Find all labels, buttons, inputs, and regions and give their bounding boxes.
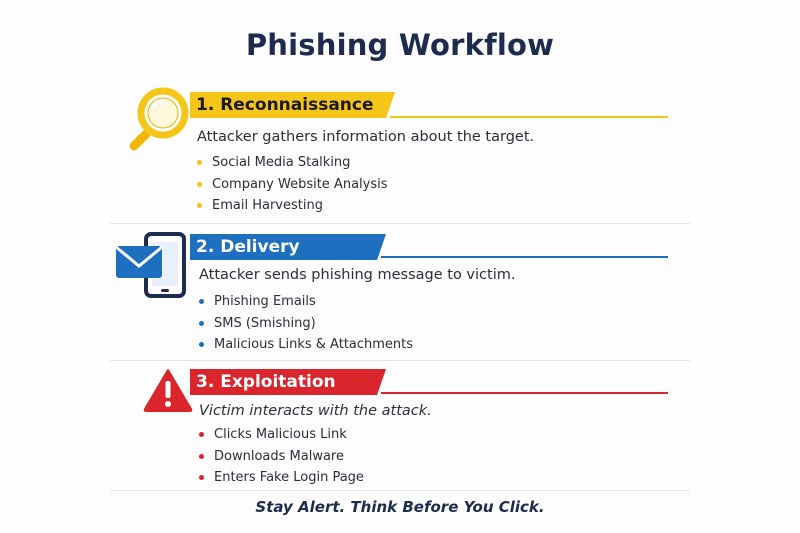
- stage-rule: [381, 392, 668, 394]
- list-item: Social Media Stalking: [197, 152, 388, 174]
- section-divider: [110, 490, 690, 491]
- stage-description: Attacker sends phishing message to victi…: [199, 267, 516, 283]
- list-item: Downloads Malware: [199, 446, 364, 468]
- stage-banner: 3. Exploitation: [190, 369, 386, 395]
- footer-tagline: Stay Alert. Think Before You Click.: [255, 498, 545, 516]
- section-divider: [110, 223, 690, 224]
- magnifier-icon: [129, 87, 189, 151]
- list-item: Phishing Emails: [199, 291, 413, 313]
- stage-description: Victim interacts with the attack.: [199, 403, 432, 419]
- phone-envelope-icon: [115, 232, 186, 298]
- stage-items: Clicks Malicious Link Downloads Malware …: [199, 424, 364, 489]
- list-item-label: Email Harvesting: [212, 198, 323, 213]
- list-item: Clicks Malicious Link: [199, 424, 364, 446]
- banner-background: [190, 92, 395, 118]
- list-item: Email Harvesting: [197, 195, 388, 217]
- stage-heading: 3. Exploitation: [196, 372, 336, 392]
- bullet-dot: [197, 181, 202, 187]
- stage-reconnaissance: 1. Reconnaissance Attacker gathers infor…: [0, 84, 800, 224]
- stage-delivery: 2. Delivery Attacker sends phishing mess…: [0, 228, 800, 360]
- page-title: Phishing Workflow: [245, 28, 555, 62]
- bullet-dot: [197, 203, 202, 208]
- list-item: Company Website Analysis: [197, 174, 388, 196]
- stage-exploitation: 3. Exploitation Victim interacts with th…: [0, 364, 800, 494]
- stage-banner: 1. Reconnaissance: [190, 92, 395, 118]
- list-item-label: Phishing Emails: [214, 294, 316, 309]
- stage-description: Attacker gathers information about the t…: [197, 129, 535, 145]
- stage-banner: 2. Delivery: [190, 234, 386, 260]
- stage-heading: 2. Delivery: [196, 237, 300, 257]
- list-item-label: Downloads Malware: [214, 448, 344, 464]
- bullet-dot: [199, 320, 204, 326]
- section-divider: [110, 360, 690, 361]
- stage-rule: [390, 116, 668, 118]
- list-item-label: Malicious Links & Attachments: [214, 337, 414, 352]
- list-item-label: Enters Fake Login Page: [214, 470, 364, 485]
- banner-background: [190, 369, 386, 395]
- stage-items: Phishing Emails SMS (Smishing) Malicious…: [199, 291, 413, 356]
- list-item-label: Clicks Malicious Link: [214, 427, 347, 442]
- bullet-dot: [197, 160, 202, 165]
- list-item: Enters Fake Login Page: [199, 467, 364, 489]
- stage-rule: [381, 256, 668, 258]
- stage-items: Social Media Stalking Company Website An…: [197, 152, 388, 217]
- list-item: Malicious Links & Attachments: [199, 334, 413, 356]
- list-item-label: Social Media Stalking: [212, 155, 351, 170]
- list-item-label: Company Website Analysis: [212, 176, 388, 192]
- list-item-label: SMS (Smishing): [214, 315, 316, 331]
- banner-background: [190, 234, 386, 260]
- stage-heading: 1. Reconnaissance: [196, 95, 374, 115]
- bullet-dot: [199, 453, 204, 459]
- bullet-dot: [199, 432, 204, 437]
- list-item: SMS (Smishing): [199, 313, 413, 335]
- bullet-dot: [199, 299, 204, 304]
- warning-icon: [143, 369, 193, 412]
- bullet-dot: [199, 342, 204, 347]
- bullet-dot: [199, 475, 204, 480]
